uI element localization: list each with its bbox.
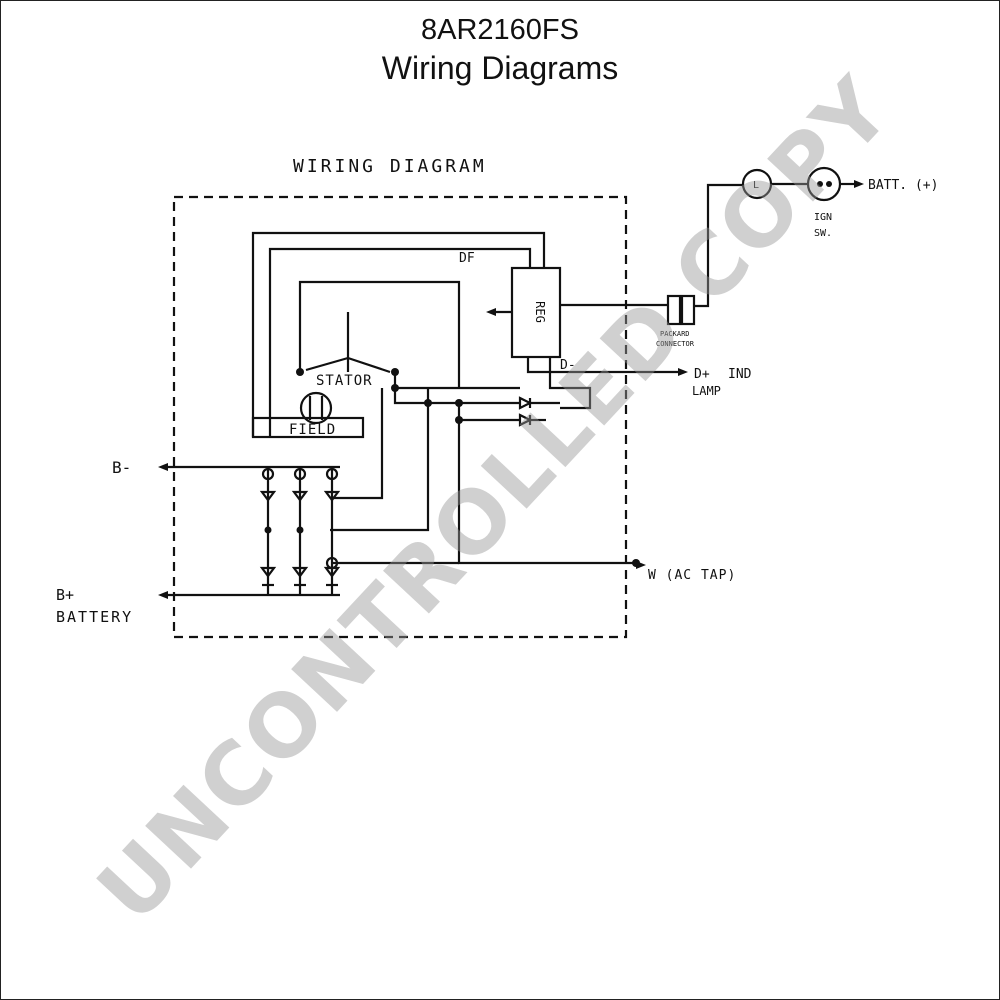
lamp-symbol-label: L (753, 180, 759, 191)
d-plus-label: D+ (694, 367, 710, 382)
packard-label: PACKARD (660, 330, 690, 338)
stator-leg-right (347, 356, 391, 374)
reg-lower-wire (548, 357, 592, 410)
field-block (251, 416, 365, 439)
d-minus-wire (526, 357, 680, 374)
stator-output-2 (330, 388, 384, 500)
stator-output-3 (393, 388, 520, 405)
ind-label: IND (728, 367, 752, 382)
b-minus-label: B- (112, 458, 131, 477)
trio-diode-2 (518, 413, 533, 427)
ign-label: IGN (814, 212, 832, 223)
stator-output-5 (457, 403, 520, 422)
df-outer-loop (251, 231, 546, 437)
trio-diode-1 (518, 396, 533, 410)
field-inner-loop (298, 280, 461, 388)
stator-output-4 (330, 388, 430, 532)
b-minus-arrow (158, 463, 168, 471)
df-label: DF (459, 251, 475, 266)
ac-tap-wire (457, 420, 636, 565)
field-label: FIELD (289, 422, 336, 438)
b-plus-label: B+ (56, 586, 74, 604)
page-subtitle: Wiring Diagrams (381, 50, 619, 86)
batt-arrow (854, 180, 864, 188)
reg-arrow (486, 308, 496, 316)
stator-leg-left (305, 356, 349, 372)
part-number: 8AR2160FS (421, 14, 579, 46)
packard-connector-right (680, 294, 696, 326)
lamp-label: LAMP (692, 384, 721, 398)
ac-tap-label: W (AC TAP) (648, 568, 736, 583)
ignition-switch-circle (806, 166, 842, 202)
b-plus-arrow (158, 591, 168, 599)
diagram-title: WIRING DIAGRAM (293, 156, 487, 177)
sw-label: SW. (814, 228, 832, 239)
battery-label: BATTERY (56, 608, 133, 626)
reg-label: REG (533, 301, 547, 323)
ac-tap-arrow (636, 561, 646, 569)
housing-outline (172, 195, 628, 639)
connector-label: CONNECTOR (656, 340, 695, 348)
field-rotor (299, 391, 333, 425)
packard-connector-left (666, 294, 682, 326)
page-header: 8AR2160FS Wiring Diagrams (0, 12, 1000, 88)
batt-plus-label: BATT. (+) (868, 178, 938, 193)
d-minus-label: D- (560, 358, 576, 373)
connector-to-battery (694, 183, 742, 308)
d-minus-arrow (678, 368, 688, 376)
df-middle-loop (268, 247, 532, 437)
stator-label: STATOR (316, 373, 373, 389)
stator-output-1 (393, 372, 520, 390)
